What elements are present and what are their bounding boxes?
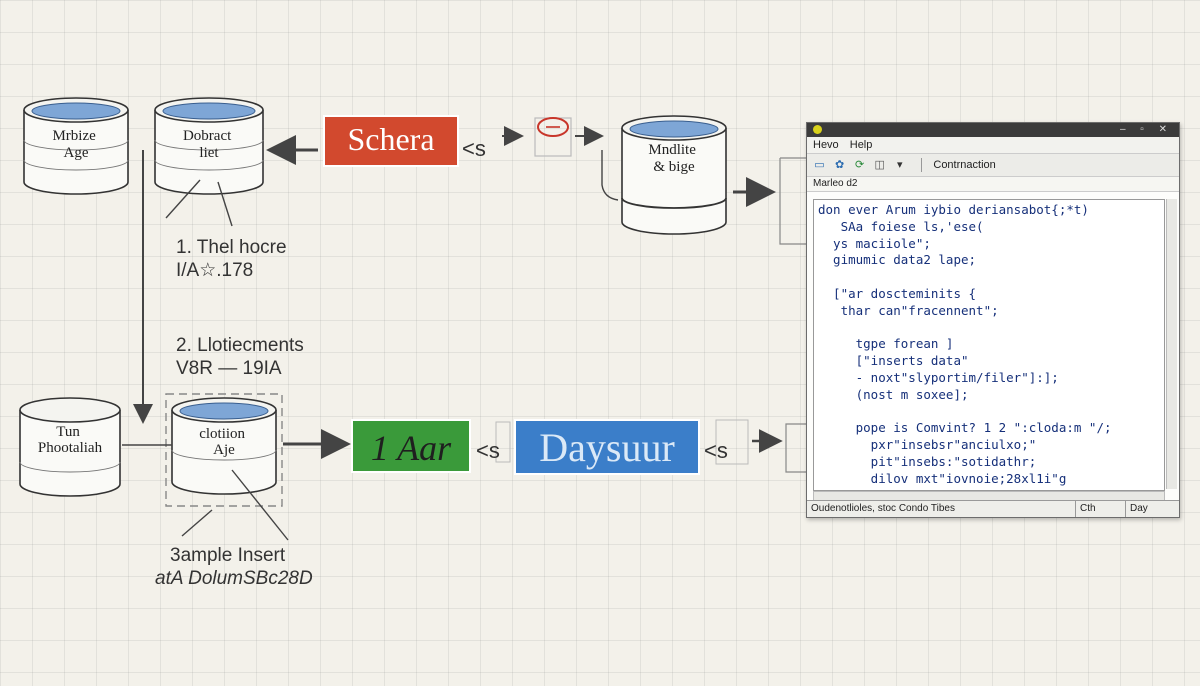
- database-cylinder-3: Mndlite & bige: [621, 115, 727, 235]
- panel-icon[interactable]: ◫: [874, 159, 885, 171]
- status-left: Oudenotlioles, stoc Condo Tibes: [811, 503, 955, 514]
- cylinder-4-label-line2: Phootaliah: [38, 440, 103, 456]
- code-line: don ever Arum iybio deriansabot{;*t): [818, 202, 1089, 217]
- menu-item-1[interactable]: Hevo: [813, 139, 839, 151]
- editor-tab[interactable]: Marleo d2: [807, 177, 1179, 192]
- aar-box-label: 1 Aar: [371, 428, 452, 468]
- connector-lines: [122, 126, 806, 541]
- toolbar-label: Contrnaction: [933, 159, 996, 171]
- cylinder-2-label: Dobract liet: [183, 128, 235, 161]
- link-to-c3: [601, 150, 619, 201]
- code-line: pit"insebs:"sotidathr;: [818, 454, 1037, 469]
- dropdown-icon[interactable]: ▾: [896, 159, 903, 171]
- refresh-icon[interactable]: ⟳: [855, 159, 865, 171]
- cylinder-4-label: Tun Phootaliah: [38, 424, 103, 456]
- daysuur-box: Daysuur: [514, 419, 700, 475]
- cylinder-2-label-line2: liet: [199, 145, 219, 161]
- note-1-line1: 1. Thel hocre: [176, 237, 287, 258]
- cylinder-1-label-line2: Age: [64, 145, 89, 161]
- pointer-note-3b: [231, 469, 289, 541]
- glyph-1: <s: [462, 136, 486, 161]
- toolbar-separator: [921, 158, 923, 173]
- code-editor[interactable]: don ever Arum iybio deriansabot{;*t) SAa…: [813, 199, 1165, 491]
- schema-box: Schera: [323, 115, 459, 167]
- pointer-note-1a: [165, 179, 201, 219]
- schema-box-fill: [323, 115, 459, 167]
- database-cylinder-1: Mrbize Age: [23, 97, 129, 195]
- glyph-3: <s: [704, 438, 728, 463]
- code-line: SAa foiese ls,'ese(: [818, 218, 984, 234]
- code-line: thar can"fracennent";: [818, 302, 999, 318]
- code-line: dilov mxt"iovnoie;28xl1i"g: [818, 470, 1067, 486]
- code-line: (nost m soxee];: [818, 386, 969, 402]
- database-cylinder-4: Tun Phootaliah: [19, 397, 121, 497]
- aar-box: 1 Aar: [351, 419, 471, 473]
- vertical-scrollbar[interactable]: [1166, 199, 1177, 489]
- status-bar: Oudenotlioles, stoc Condo Tibes Cth Day: [807, 500, 1179, 517]
- schema-box-label: Schera: [347, 121, 434, 157]
- note-3-line1: 3ample Insert: [170, 545, 286, 566]
- database-cylinder-5: clotiion Aje: [165, 393, 283, 507]
- window-controls[interactable]: – ▫ ✕: [1119, 124, 1173, 135]
- pointer-note-3a: [181, 509, 213, 537]
- code-editor-window: – ▫ ✕ Hevo Help ▭ ✿ ⟳ ◫ ▾ Contrnaction M…: [806, 122, 1180, 518]
- cylinder-1-label: Mrbize Age: [52, 128, 99, 161]
- window-menubar: Hevo Help: [807, 137, 1179, 154]
- aar-box-fill: [351, 419, 471, 473]
- bracket-window-bottom: [785, 423, 806, 473]
- cylinder-5-label: clotiion Aje: [199, 426, 249, 458]
- note-3-line2: atA DolumSBc28D: [155, 568, 313, 589]
- cylinder-5-label-line1: clotiion: [199, 426, 245, 442]
- cylinder-3-label: Mndlite & bige: [648, 142, 699, 175]
- note-1-line2: I/A☆.178: [176, 260, 253, 281]
- status-mid: Cth: [1075, 501, 1096, 517]
- code-line: - noxt"slyportim/filer"]:];: [818, 370, 1059, 385]
- code-line: gimumic data2 lape;: [818, 252, 977, 268]
- bracket-window-top: [779, 157, 806, 245]
- chat-icon[interactable]: ▭: [814, 159, 825, 171]
- code-line: tgpe forean ]: [818, 336, 954, 352]
- tool-icon[interactable]: ✿: [834, 159, 845, 171]
- menu-item-2[interactable]: Help: [849, 139, 873, 151]
- daysuur-box-label: Daysuur: [539, 425, 675, 470]
- code-line: ys maciiole";: [818, 235, 931, 251]
- sketch-marks: [495, 117, 749, 465]
- cylinder-5-label-line2: Aje: [213, 442, 235, 458]
- window-toolbar: ▭ ✿ ⟳ ◫ ▾ Contrnaction: [807, 154, 1179, 177]
- code-line: ["inserts data": [818, 353, 969, 369]
- cylinder-2-label-line1: Dobract: [183, 128, 232, 144]
- window-close-dot-icon[interactable]: [813, 125, 822, 134]
- code-line: ["ar doscteminits {: [818, 286, 977, 301]
- red-circle-icon: [537, 117, 569, 137]
- code-line: pope is Comvint? 1 2 ":cloda:m "/;: [818, 420, 1112, 436]
- cylinder-4-label-line1: Tun: [56, 424, 80, 440]
- note-2-line2: V8R — 19IA: [176, 358, 282, 379]
- code-line: pxr"insebsr"anciulxo;": [818, 437, 1037, 453]
- cylinder-3-label-line2: & bige: [653, 159, 695, 175]
- database-cylinder-2: Dobract liet: [154, 97, 264, 195]
- note-2-line1: 2. Llotiecments: [176, 335, 304, 356]
- cylinder-3-label-line1: Mndlite: [648, 142, 696, 158]
- pointer-note-1b: [217, 181, 233, 227]
- window-titlebar: – ▫ ✕: [807, 123, 1179, 137]
- daysuur-box-fill: [514, 419, 700, 475]
- cylinder-1-label-line1: Mrbize: [52, 128, 96, 144]
- glyph-2: <s: [476, 438, 500, 463]
- status-right: Day: [1125, 501, 1148, 517]
